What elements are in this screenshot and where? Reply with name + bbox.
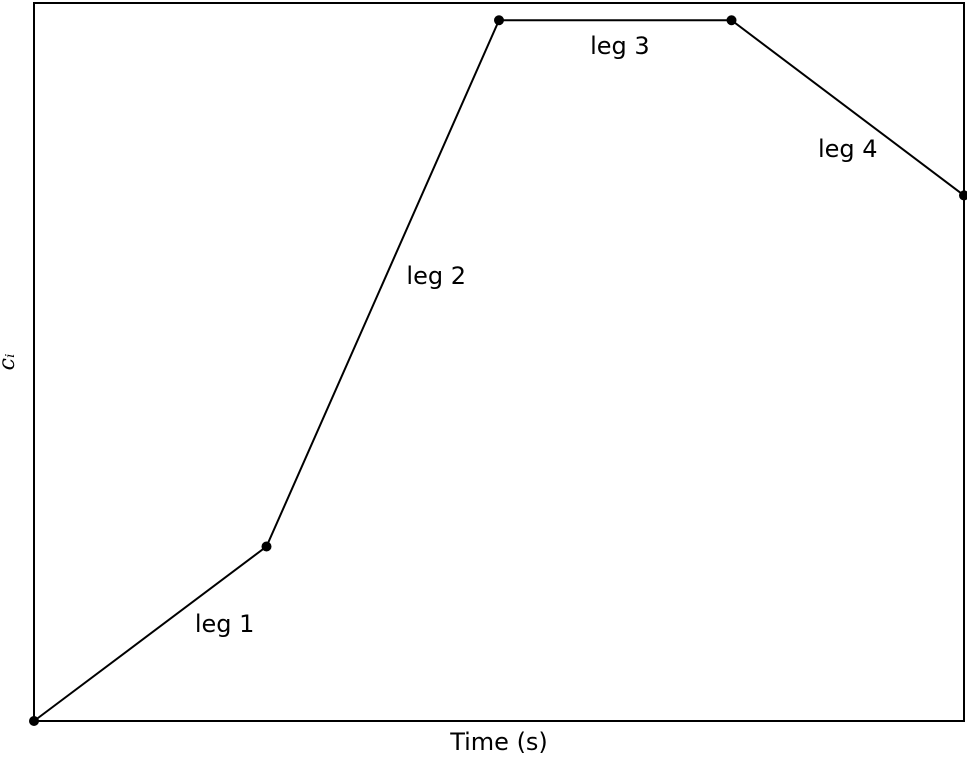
leg-label-4: leg 4: [818, 135, 878, 163]
series-line: [33, 19, 965, 722]
plot-area-frame: [33, 2, 965, 722]
data-point: [959, 190, 967, 201]
series-layer: [29, 15, 967, 726]
leg-label-1: leg 1: [195, 610, 255, 638]
data-point: [261, 541, 272, 552]
y-axis-label: cᵢ: [0, 354, 20, 371]
leg-label-3: leg 3: [590, 32, 650, 60]
x-axis-label: Time (s): [449, 728, 548, 756]
leg-label-2: leg 2: [406, 262, 466, 290]
annotation-layer: leg 1 leg 2 leg 3 leg 4: [195, 32, 878, 638]
data-point: [29, 716, 39, 726]
data-point: [726, 15, 737, 26]
data-point: [494, 15, 504, 26]
